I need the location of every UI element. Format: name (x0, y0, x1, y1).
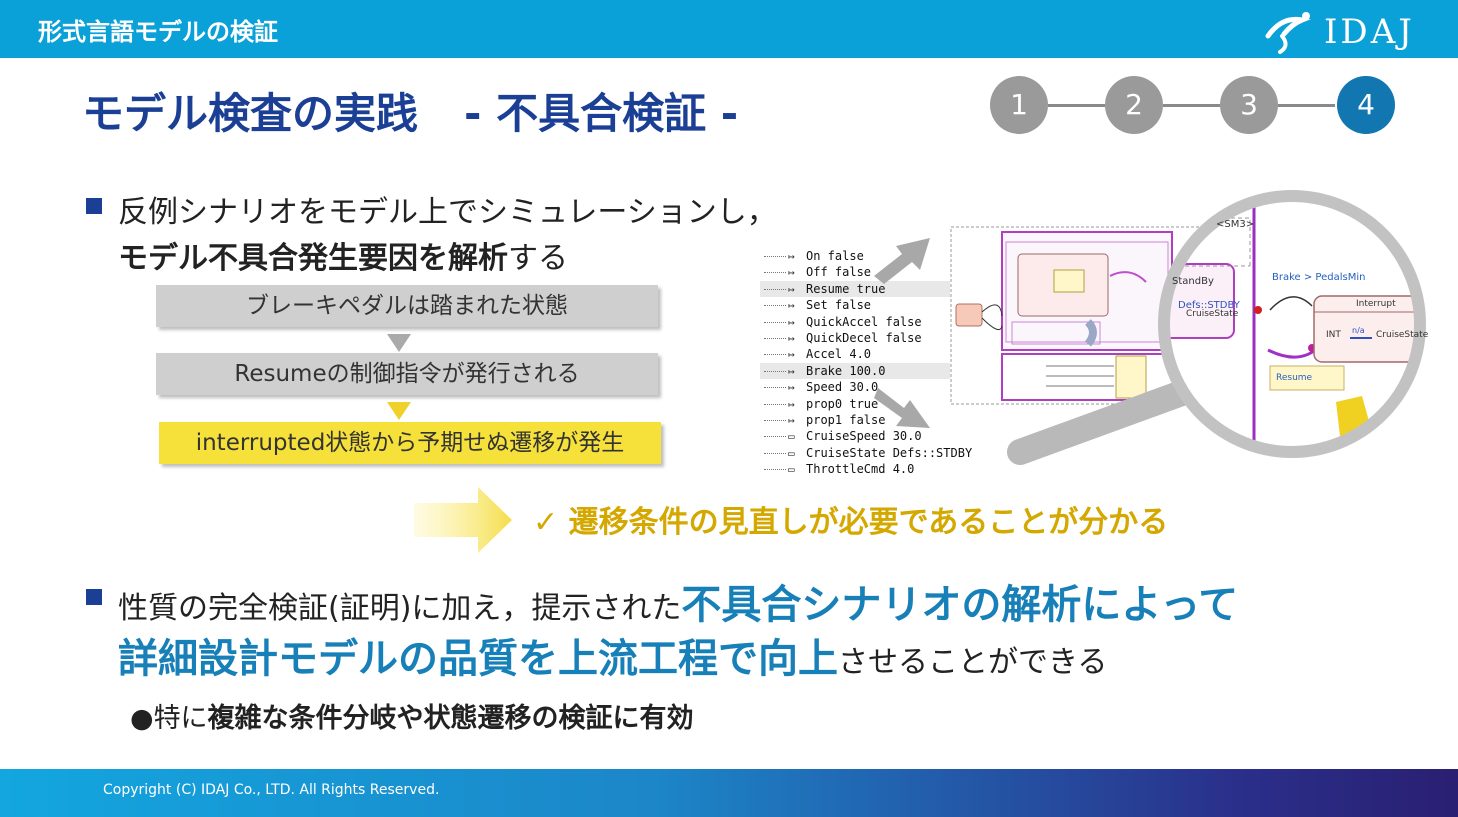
flow-step-2: Resumeの制御指令が発行される (156, 353, 658, 395)
input-arrow-icon: ↦ (788, 348, 795, 362)
logo-text: IDAJ (1324, 12, 1415, 52)
header-title: 形式言語モデルの検証 (38, 18, 278, 46)
flow-step-1: ブレーキペダルは踏まれた状態 (156, 285, 658, 327)
zoom-label-cruisestate-2: CruiseState (1376, 330, 1429, 340)
header-bar: 形式言語モデルの検証 IDAJ (0, 0, 1458, 58)
input-arrow-icon: ↦ (788, 315, 795, 329)
point1-line1: 反例シナリオをモデル上でシミュレーションし， (118, 195, 777, 230)
round-bullet-icon: ● (130, 703, 154, 734)
yellow-right-arrow-icon (414, 487, 512, 553)
footer-bar: Copyright (C) IDAJ Co., LTD. All Rights … (0, 769, 1458, 817)
output-port-icon: ▭ (788, 463, 795, 477)
step-1: 1 (990, 76, 1048, 134)
list-item: ↦QuickDecel false (760, 330, 950, 346)
input-arrow-icon: ↦ (788, 364, 795, 378)
list-item: ↦Off false (760, 264, 950, 280)
list-item: ↦Brake 100.0 (760, 362, 950, 380)
list-item: ▭CruiseSpeed 30.0 (760, 428, 950, 444)
step-connector (1048, 104, 1105, 107)
point2-line1-normal: 性質の完全検証(証明)に加え，提示された (118, 591, 682, 626)
subpoint: ●特に複雑な条件分岐や状態遷移の検証に有効 (130, 696, 694, 735)
list-item: ↦QuickAccel false (760, 314, 950, 330)
input-arrow-icon: ↦ (788, 299, 795, 313)
magnifier-zoom (1007, 190, 1426, 465)
point2-line1-bold: 不具合シナリオの解析によって (681, 582, 1239, 628)
zoom-label-brake-condition: Brake > PedalsMin (1272, 272, 1366, 283)
input-arrow-icon: ↦ (788, 266, 795, 280)
step-indicator: 1 2 3 4 (990, 76, 1395, 134)
step-connector (1163, 104, 1220, 107)
output-port-icon: ▭ (788, 446, 795, 460)
list-item: ▭ThrottleCmd 4.0 (760, 461, 950, 477)
down-arrow-icon (387, 334, 411, 352)
point1-rest: する (508, 241, 568, 276)
slide-title: モデル検査の実践 - 不具合検証 - (82, 80, 738, 141)
list-item: ▭CruiseState Defs::STDBY (760, 445, 972, 461)
list-item: ↦prop1 false (760, 412, 950, 428)
point1-bold: モデル不具合発生要因を解析 (118, 241, 508, 276)
zoom-label-cruisestate: CruiseState (1186, 309, 1239, 319)
square-bullet-icon (86, 589, 102, 605)
zoom-label-int: INT (1326, 330, 1341, 340)
subpoint-bold: 複雑な条件分岐や状態遷移の検証に有効 (207, 703, 694, 734)
grey-pointer-arrow-icon (874, 388, 930, 428)
flow-step-3: interrupted状態から予期せぬ遷移が発生 (159, 422, 661, 464)
slide-subtitle: - 不具合検証 - (464, 89, 739, 138)
point2-line2-normal: させることができる (838, 645, 1108, 680)
zoom-label-standby: StandBy (1172, 276, 1214, 287)
result-conclusion: ✓ 遷移条件の見直しが必要であることが分かる (533, 497, 1168, 541)
square-bullet-icon (86, 198, 102, 214)
input-arrow-icon: ↦ (788, 397, 795, 411)
zoom-label-sm: <SM3> (1216, 219, 1255, 230)
list-item: ↦Resume true (760, 280, 950, 298)
list-item: ↦Set false (760, 297, 950, 313)
company-logo: IDAJ (1262, 6, 1432, 54)
input-arrow-icon: ↦ (788, 282, 795, 296)
input-arrow-icon: ↦ (788, 331, 795, 345)
point2-line2-bold: 詳細設計モデルの品質を上流工程で向上 (118, 636, 838, 682)
zoom-label-resume: Resume (1276, 373, 1313, 383)
step-4-active: 4 (1337, 76, 1395, 134)
input-arrow-icon: ↦ (788, 413, 795, 427)
result-text: 遷移条件の見直しが必要であることが分かる (568, 505, 1169, 540)
input-arrow-icon: ↦ (788, 381, 795, 395)
zoom-label-defs: Defs::STDBY (1178, 300, 1240, 311)
list-item: ↦On false (760, 248, 950, 264)
output-port-icon: ▭ (788, 430, 795, 444)
grey-pointer-arrow-icon (874, 238, 930, 284)
copyright-text: Copyright (C) IDAJ Co., LTD. All Rights … (103, 782, 440, 798)
point2-line2: 詳細設計モデルの品質を上流工程で向上させることができる (118, 626, 1107, 684)
step-3: 3 (1220, 76, 1278, 134)
step-2: 2 (1105, 76, 1163, 134)
zoom-label-na: n/a (1352, 326, 1365, 335)
list-item: ↦prop0 true (760, 396, 950, 412)
input-arrow-icon: ↦ (788, 250, 795, 263)
swoosh-icon (1265, 12, 1311, 54)
subpoint-prefix: 特に (153, 703, 208, 734)
list-item: ↦Accel 4.0 (760, 346, 950, 362)
check-icon: ✓ (533, 505, 559, 540)
down-arrow-icon (387, 402, 411, 420)
zoom-label-interrupt: Interrupt (1356, 299, 1396, 309)
point2-line1: 性質の完全検証(証明)に加え，提示された不具合シナリオの解析によって (118, 572, 1238, 630)
point1-line2: モデル不具合発生要因を解析する (118, 233, 568, 277)
slide-title-main: モデル検査の実践 (82, 89, 419, 138)
list-item: ↦Speed 30.0 (760, 379, 950, 395)
step-connector (1278, 104, 1335, 107)
simulation-variable-list: ↦On false ↦Off false ↦Resume true ↦Set f… (760, 248, 972, 477)
